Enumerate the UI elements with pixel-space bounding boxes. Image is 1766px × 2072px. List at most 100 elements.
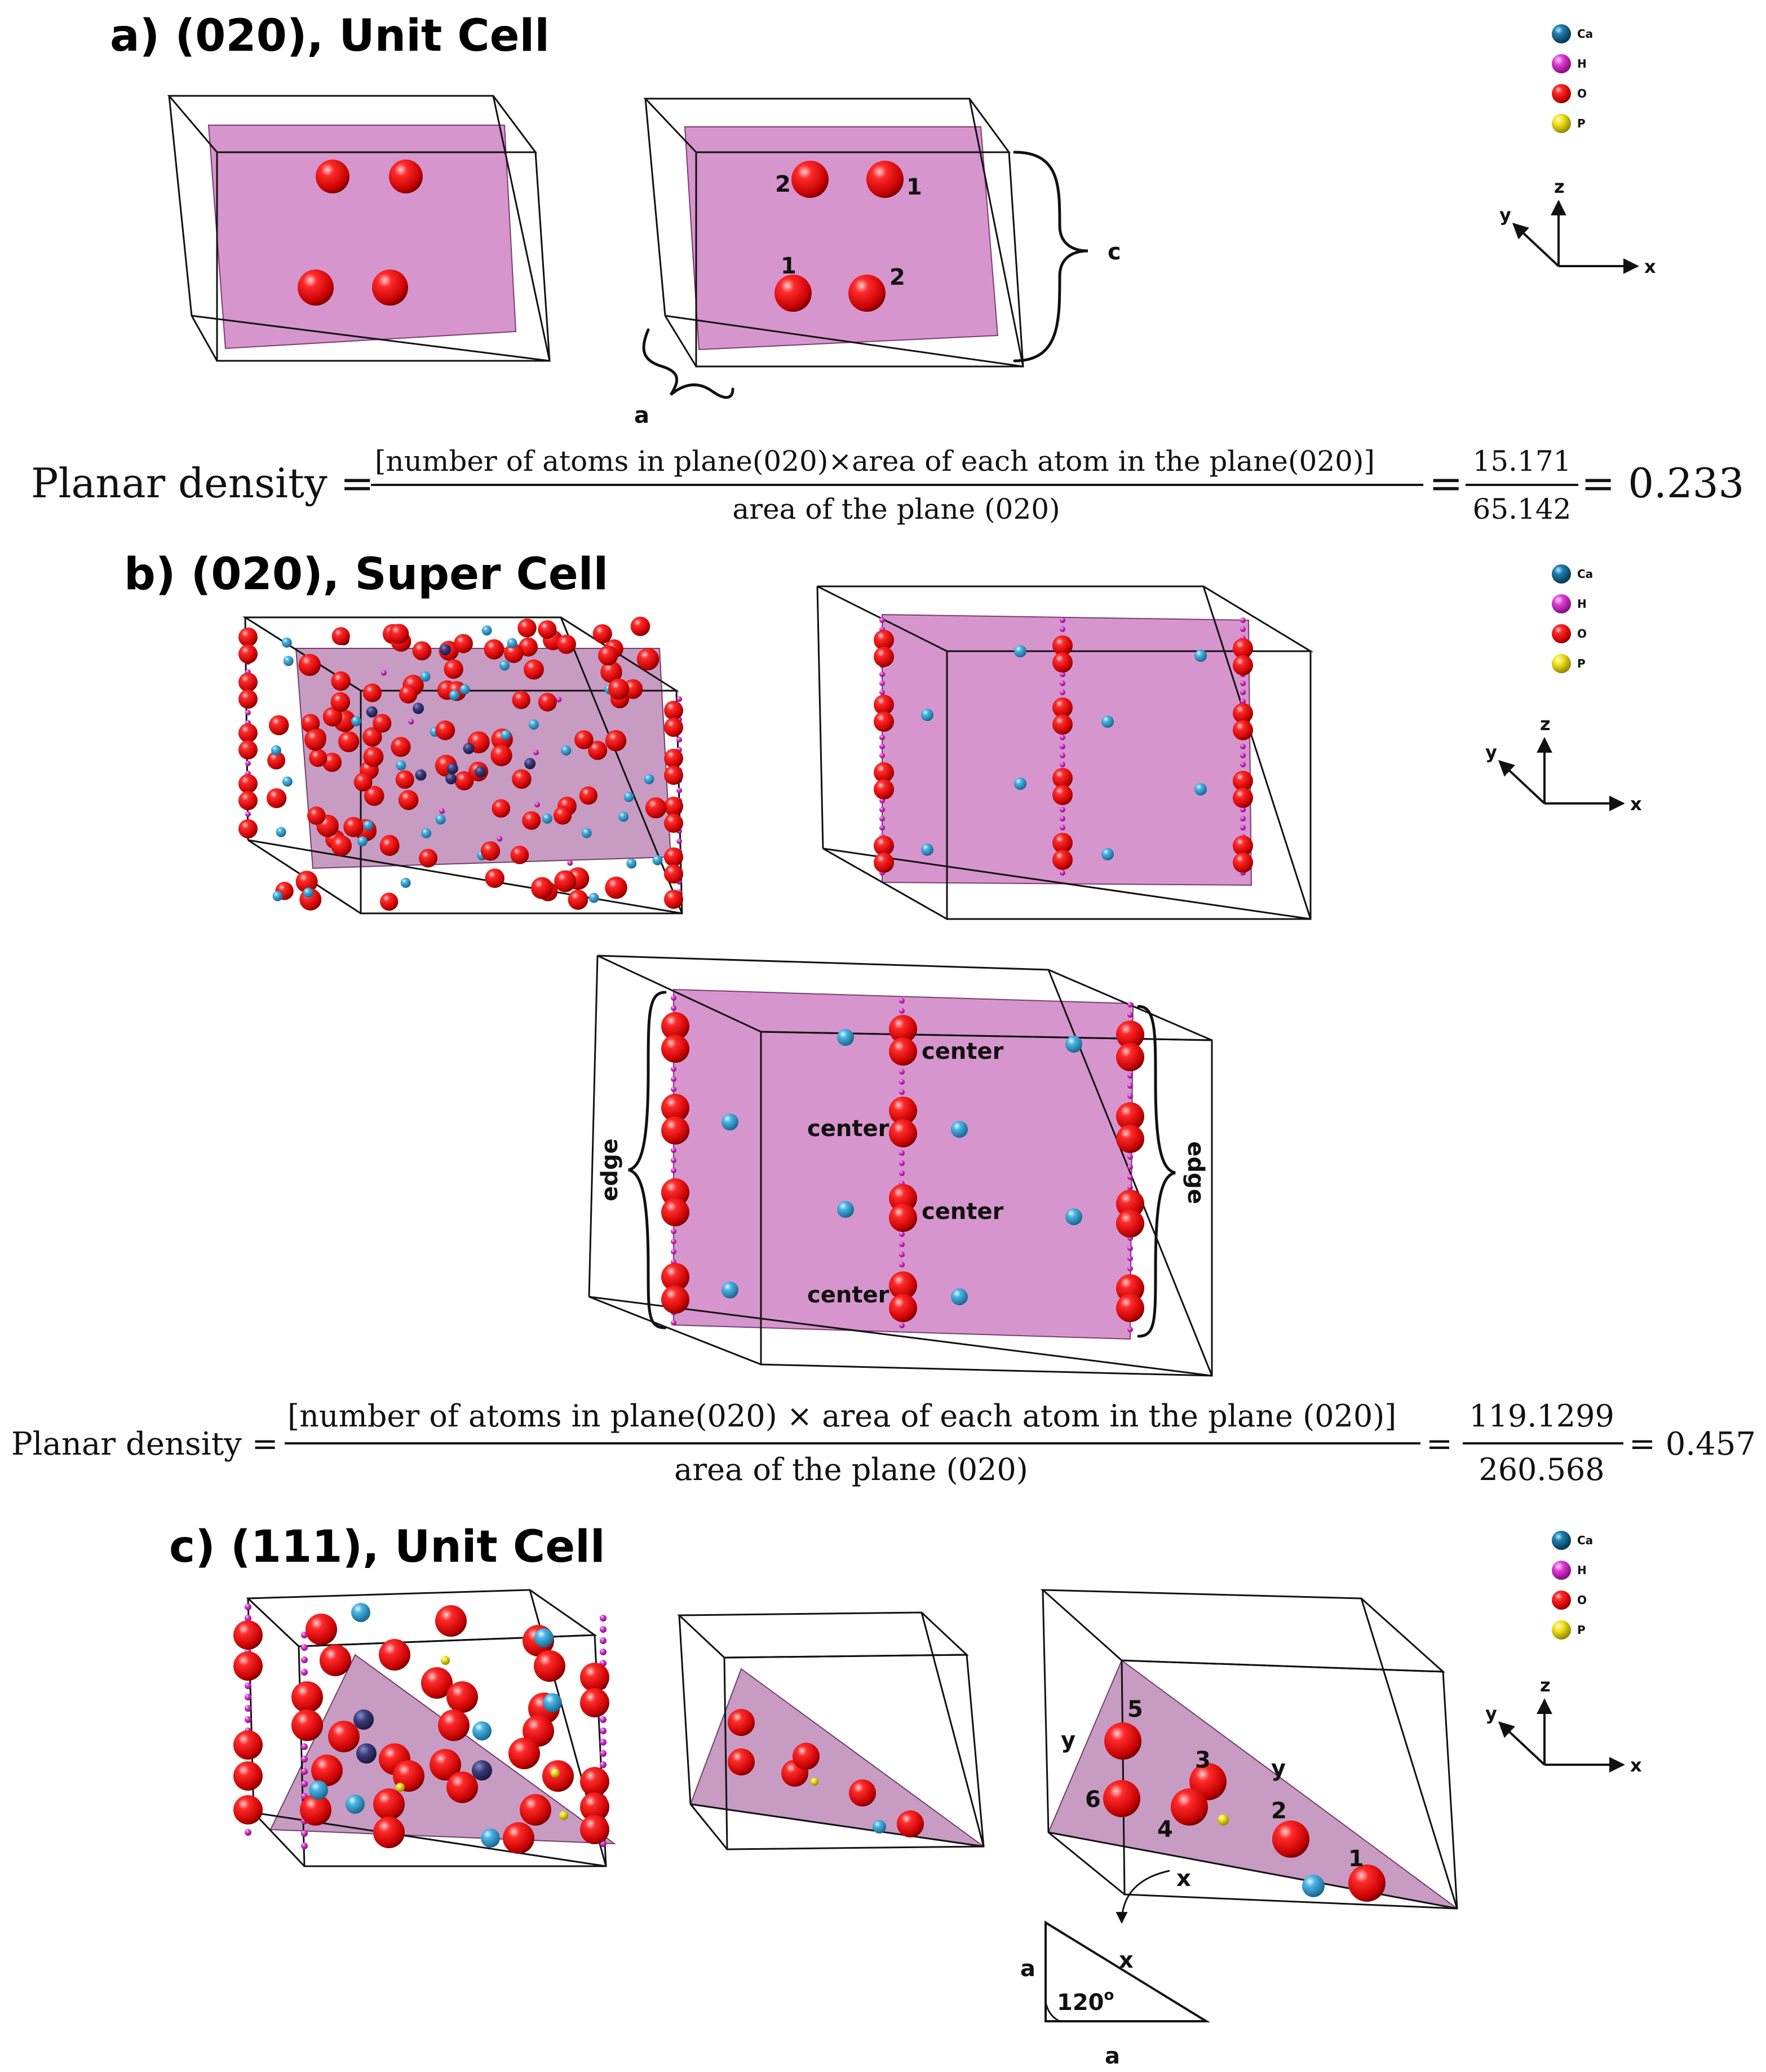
hydrogen-atom bbox=[1127, 1164, 1133, 1170]
oxygen-atom bbox=[330, 692, 351, 712]
oxygen-atom bbox=[605, 876, 627, 899]
oxygen-atom bbox=[664, 766, 683, 785]
oxygen-atom bbox=[580, 1688, 609, 1717]
oxygen-atom bbox=[421, 1667, 453, 1699]
oxygen-atom bbox=[435, 1605, 467, 1637]
calcium-atom bbox=[421, 828, 432, 838]
oxygen-atom bbox=[874, 647, 894, 667]
section-a-title: a) (020), Unit Cell bbox=[110, 11, 550, 61]
hydrogen-atom bbox=[245, 1615, 251, 1622]
legend-hydrogen-marker bbox=[1552, 594, 1571, 613]
calcium-atom bbox=[837, 1029, 854, 1046]
hydrogen-atom bbox=[1240, 807, 1246, 812]
oxygen-atom bbox=[306, 1614, 337, 1645]
legend-label-ca: Ca bbox=[1577, 27, 1593, 41]
hydrogen-atom bbox=[1127, 1012, 1133, 1018]
oxygen-atom bbox=[291, 1709, 323, 1741]
hydrogen-atom bbox=[1060, 825, 1065, 830]
hydrogen-atom bbox=[1127, 1256, 1133, 1261]
hydrogen-atom bbox=[1060, 870, 1065, 876]
triangle-angle-value: 120 bbox=[1057, 1990, 1104, 2016]
calcium-atom bbox=[1194, 783, 1207, 796]
hydrogen-atom bbox=[671, 1168, 676, 1173]
oxygen-atom bbox=[889, 1184, 917, 1212]
phosphorus-atom bbox=[551, 1769, 560, 1778]
oxygen-atom bbox=[1233, 720, 1253, 740]
arrow-to-triangle bbox=[1116, 1870, 1170, 1924]
hydrogen-atom bbox=[1240, 744, 1246, 749]
hydrogen-atom bbox=[676, 838, 682, 844]
brace-a bbox=[642, 328, 734, 399]
hydrogen-atom bbox=[301, 1781, 308, 1787]
oxygen-atom bbox=[538, 692, 557, 712]
calcium-atom bbox=[276, 827, 286, 837]
oxygen-atom bbox=[1103, 1780, 1140, 1817]
legend-oxygen-marker bbox=[1552, 624, 1571, 643]
dark-atom bbox=[353, 1709, 374, 1730]
oxygen-atom bbox=[373, 714, 392, 733]
oxygen-atom bbox=[664, 847, 683, 867]
calcium-atom bbox=[921, 709, 933, 721]
oxygen-atom bbox=[874, 695, 894, 715]
calcium-atom bbox=[481, 625, 492, 636]
calcium-atom bbox=[588, 893, 599, 903]
oxygen-atom bbox=[379, 1639, 410, 1671]
legend-oxygen-marker bbox=[1552, 1591, 1571, 1610]
calcium-atom bbox=[507, 638, 517, 648]
oxygen-atom bbox=[664, 701, 683, 720]
oxygen-atom bbox=[418, 849, 438, 868]
hydrogen-atom bbox=[879, 807, 885, 812]
hydrogen-atom bbox=[1240, 617, 1246, 623]
x-axis-label: x bbox=[1644, 256, 1656, 277]
hydrogen-atom bbox=[1240, 816, 1246, 821]
hydrogen-atom bbox=[1060, 753, 1065, 758]
oxygen-atom bbox=[328, 1721, 360, 1752]
oxygen-atom bbox=[1233, 771, 1253, 791]
oxygen-atom bbox=[1052, 652, 1073, 673]
calcium-atom bbox=[873, 1820, 886, 1834]
hydrogen-atom bbox=[1060, 671, 1065, 677]
oxygen-atom bbox=[517, 618, 537, 638]
calcium-atom bbox=[543, 1693, 562, 1712]
triangle-side-a-vertical: a bbox=[1020, 1956, 1035, 1982]
oxygen-atom bbox=[454, 634, 473, 653]
calcium-atom bbox=[1014, 645, 1026, 657]
calcium-atom bbox=[1065, 1208, 1082, 1225]
hydrogen-atom bbox=[671, 995, 676, 1001]
oxygen-atom bbox=[600, 661, 622, 683]
label-center-2: center bbox=[807, 1116, 889, 1142]
legend-calcium-marker bbox=[1552, 564, 1571, 584]
dark-atom bbox=[475, 766, 486, 777]
eq-b-result: = 0.457 bbox=[1629, 1426, 1756, 1463]
phosphorus-atom bbox=[559, 1811, 568, 1820]
legend-label-h: H bbox=[1577, 597, 1587, 611]
dark-atom bbox=[356, 1743, 377, 1764]
atoms-111-left bbox=[233, 1603, 609, 1854]
unit-cell-111-middle bbox=[677, 1611, 985, 1850]
oxygen-atom bbox=[362, 727, 382, 747]
y-axis-arrow bbox=[1498, 760, 1546, 805]
oxygen-atom bbox=[430, 1749, 461, 1781]
hydrogen-atom bbox=[301, 1768, 308, 1775]
atom-number-3: 3 bbox=[1195, 1747, 1211, 1773]
oxygen-atom bbox=[238, 774, 258, 793]
phosphorus-atom bbox=[811, 1778, 818, 1786]
atom-number-1-top: 1 bbox=[906, 174, 922, 200]
oxygen-atom bbox=[1116, 1020, 1144, 1049]
hydrogen-atom bbox=[899, 1160, 905, 1166]
hydrogen-atom bbox=[899, 1231, 905, 1237]
oxygen-atom bbox=[485, 868, 504, 888]
hydrogen-atom bbox=[600, 1615, 607, 1622]
calcium-atom bbox=[1302, 1875, 1325, 1897]
atom-number-1-bottom: 1 bbox=[781, 253, 796, 279]
oxygen-atom bbox=[446, 1681, 478, 1713]
hydrogen-atom bbox=[899, 1069, 905, 1075]
hydrogen-atom bbox=[1240, 690, 1246, 695]
oxygen-atom bbox=[580, 1663, 609, 1692]
calcium-atom bbox=[309, 1781, 328, 1800]
brace-edge-left bbox=[628, 991, 667, 1329]
hydrogen-atom bbox=[899, 1079, 905, 1085]
label-center-3: center bbox=[922, 1199, 1004, 1225]
calcium-atom bbox=[501, 730, 511, 740]
